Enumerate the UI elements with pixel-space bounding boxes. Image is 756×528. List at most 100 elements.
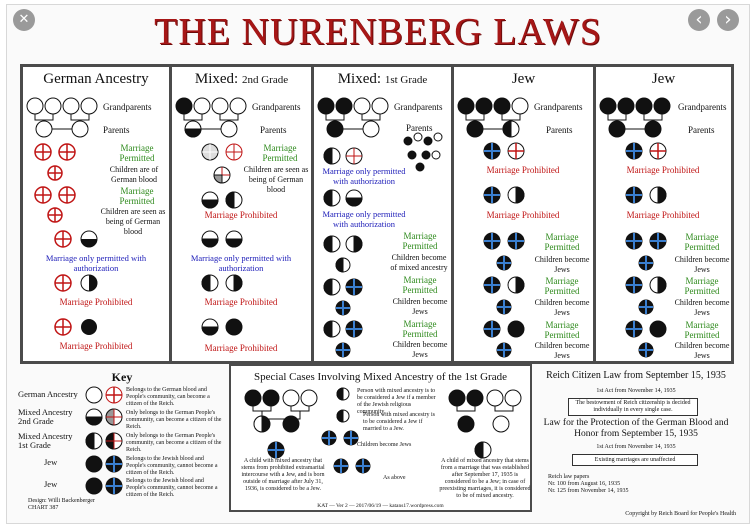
- marriage-prohibited: Marriage Prohibited: [204, 210, 278, 220]
- children-note: Children become Jews: [674, 298, 730, 317]
- special-left-note: A child with mixed ancestry that stems f…: [241, 458, 325, 492]
- panel-mixed-2nd-grade: Mixed: 2nd Grade Grandparents Parents Ma…: [172, 67, 311, 361]
- marriage-permitted: Marriage Permitted: [402, 231, 438, 251]
- special-mid-note-2: Person with mixed ancestry is to be cons…: [363, 412, 435, 432]
- key-symbols: [85, 386, 123, 495]
- marriage-prohibited: Marriage Prohibited: [626, 210, 700, 220]
- parents-label: Parents: [406, 123, 433, 133]
- key-desc-jew: Belongs to the Jewish blood and People's…: [126, 456, 218, 476]
- panel-title-text: Mixed:: [194, 71, 239, 87]
- key-title: Key: [111, 370, 133, 384]
- grandparents-label: Grandparents: [678, 102, 727, 112]
- special-footer: KAT — Ver 2 — 2017/06/19 — katans17.word…: [317, 503, 444, 509]
- panel-title: Jew: [511, 71, 536, 87]
- key-section: Key German Ancestry Mixed Ancestry 2nd G…: [18, 368, 226, 511]
- marriage-authorization: Marriage only permitted with authorizati…: [45, 253, 147, 273]
- existing-marriages-box: Existing marriages are unaffected: [572, 454, 698, 466]
- mixed2-tree: [175, 97, 247, 336]
- special-right-note: A child of mixed ancestry that stems fro…: [439, 458, 531, 499]
- special-trees: [244, 387, 522, 474]
- children-note: Children become Jews: [534, 255, 590, 274]
- marriage-prohibited: Marriage Prohibited: [486, 210, 560, 220]
- grandparents-label: Grandparents: [394, 102, 443, 112]
- parents-label: Parents: [546, 125, 573, 135]
- grandparents-label: Grandparents: [252, 102, 301, 112]
- panel-german-ancestry: German Ancestry Grandparents Parents Mar…: [23, 67, 169, 361]
- marriage-prohibited: Marriage Prohibited: [626, 165, 700, 175]
- marriage-permitted: Marriage Permitted: [544, 320, 580, 340]
- key-desc-german: Belongs to the German blood and People's…: [126, 387, 210, 407]
- marriage-permitted: Marriage Permitted: [544, 276, 580, 296]
- marriage-authorization: Marriage only permitted with authorizati…: [190, 253, 292, 273]
- key-label-jew: Jew: [44, 457, 58, 467]
- marriage-prohibited: Marriage Prohibited: [59, 341, 133, 351]
- key-label-german: German Ancestry: [18, 389, 78, 399]
- key-label-jew: Jew: [44, 479, 58, 489]
- marriage-permitted: Marriage Permitted: [119, 143, 155, 163]
- papers-title: Reich law papers: [548, 474, 590, 480]
- marriage-permitted: Marriage Permitted: [402, 319, 438, 339]
- mixed1-tree: [317, 97, 443, 358]
- design-text: Design: Willi Backenberger: [28, 498, 95, 504]
- special-mid-note-4: As above: [383, 475, 406, 481]
- panel-title: Mixed: 1st Grade: [314, 71, 451, 88]
- close-icon[interactable]: ✕: [13, 9, 35, 31]
- german-tree: [26, 97, 98, 336]
- marriage-permitted: Marriage Permitted: [402, 275, 438, 295]
- marriage-prohibited: Marriage Prohibited: [204, 297, 278, 307]
- marriage-permitted: Marriage Permitted: [684, 232, 720, 252]
- grandparents-label: Grandparents: [534, 102, 583, 112]
- marriage-prohibited: Marriage Prohibited: [486, 165, 560, 175]
- marriage-permitted: Marriage Permitted: [684, 320, 720, 340]
- laws-section: Reich Citizen Law from September 15, 193…: [536, 368, 736, 517]
- marriage-permitted: Marriage Permitted: [544, 232, 580, 252]
- marriage-prohibited: Marriage Prohibited: [204, 343, 278, 353]
- children-note: Children become Jews: [674, 255, 730, 274]
- panel-grade: 2nd Grade: [241, 74, 289, 86]
- parents-label: Parents: [260, 125, 287, 135]
- children-note: Children are seen as being of German blo…: [100, 207, 166, 236]
- protection-law-title: Law for the Protection of the German Blo…: [543, 418, 729, 439]
- chart-title: THE NURENBERG LAWS: [154, 11, 602, 53]
- prev-arrow-icon[interactable]: ‹: [688, 9, 710, 31]
- german-cross-rows: [34, 143, 98, 336]
- law-papers: Reich law papers Nr. 100 from August 16,…: [548, 474, 629, 495]
- panel-grade: 1st Grade: [384, 74, 428, 86]
- panel-title: Jew: [651, 71, 676, 87]
- next-arrow-icon[interactable]: ›: [717, 9, 739, 31]
- marriage-authorization: Marriage only permitted with authorizati…: [322, 166, 406, 186]
- parents-label: Parents: [688, 125, 715, 135]
- marriage-authorization: Marriage only permitted with authorizati…: [322, 209, 406, 229]
- children-note: Children become Jews: [392, 340, 448, 359]
- papers-nr1: Nr. 100 from August 16, 1935: [548, 481, 621, 487]
- special-title: Special Cases Involving Mixed Ancestry o…: [254, 371, 507, 383]
- marriage-permitted: Marriage Permitted: [262, 143, 298, 163]
- key-label-mixed1: Mixed Ancestry 1st Grade: [18, 431, 73, 450]
- key-label-mixed2: Mixed Ancestry 2nd Grade: [18, 407, 73, 426]
- panel-title: German Ancestry: [43, 71, 149, 87]
- children-note: Children become of mixed ancestry: [390, 253, 448, 272]
- jew2-tree: [599, 97, 671, 358]
- key-desc-mixed1: Only belongs to the German People's comm…: [126, 433, 222, 453]
- chart-number: CHART 387: [28, 505, 59, 511]
- citizenship-box: The bestowment of Reich citizenship is d…: [568, 398, 698, 416]
- special-mid-note-1: Person with mixed ancestry is to be cons…: [357, 388, 436, 415]
- marriage-permitted: Marriage Permitted: [684, 276, 720, 296]
- first-act-2: 1st Act from November 14, 1935: [596, 444, 676, 450]
- grandparents-label: Grandparents: [103, 102, 152, 112]
- copyright: Copyright by Reich Board for People's He…: [625, 511, 736, 517]
- special-cases-section: Special Cases Involving Mixed Ancestry o…: [229, 364, 532, 512]
- parents-label: Parents: [103, 125, 130, 135]
- panel-mixed-1st-grade: Mixed: 1st Grade Grandparents Parents: [314, 67, 451, 361]
- marriage-prohibited: Marriage Prohibited: [59, 297, 133, 307]
- children-note: Children become Jews: [392, 297, 448, 316]
- panel-jew-2: Jew Grandparents Parents Marriage Prohib…: [596, 67, 731, 361]
- children-note: Children become Jews: [534, 298, 590, 317]
- key-desc-mixed2: Only belongs to the German People's comm…: [126, 410, 222, 430]
- jew1-tree: [457, 97, 529, 358]
- key-desc-jew: Belongs to the Jewish blood and People's…: [126, 478, 218, 498]
- children-note: Children are seen as being of German blo…: [243, 165, 309, 194]
- panel-title-text: Mixed:: [337, 71, 382, 87]
- panel-title: Mixed: 2nd Grade: [172, 71, 311, 88]
- panel-jew-1: Jew Grandparents Parents Marriage Prohib…: [454, 67, 593, 361]
